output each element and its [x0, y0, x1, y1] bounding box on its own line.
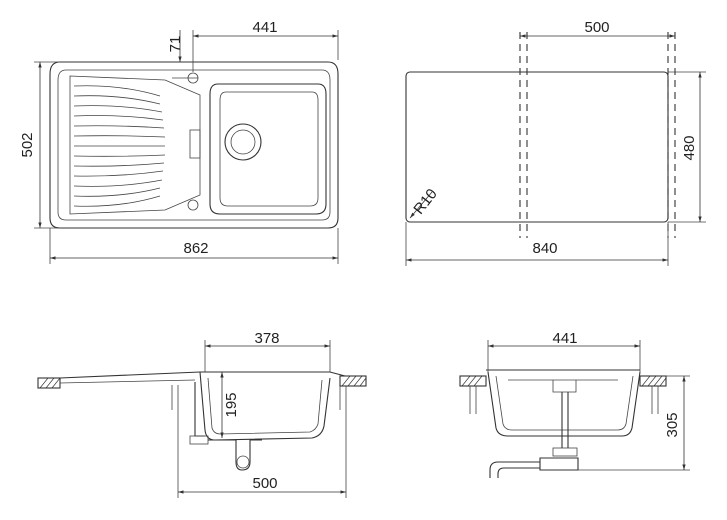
overflow-slot	[189, 129, 201, 159]
dim-bowl-cutout-label: 500	[584, 19, 609, 36]
top-view: 441 71 502 862	[19, 19, 339, 264]
pipe-joint	[189, 435, 209, 445]
trap-bottom	[236, 455, 250, 469]
bracket-right	[339, 386, 347, 410]
bowl-outline	[209, 83, 327, 215]
dim-bowl-width-front-label: 441	[552, 330, 577, 347]
drain-outer	[224, 123, 262, 161]
dim-radius-label: R10	[410, 186, 440, 218]
front-view: 441 305	[459, 330, 690, 478]
drain-inner	[230, 129, 256, 155]
dim-hole-offset-label: 71	[167, 36, 184, 53]
bowl-inner-front	[495, 375, 634, 431]
side-view: 378 195 500	[37, 330, 367, 498]
dim-depth-side-label: 195	[223, 392, 240, 417]
bowl-inner-profile	[207, 377, 323, 435]
drainer-board	[69, 75, 201, 215]
trap-nut	[552, 447, 578, 457]
cutout-rectangle	[405, 71, 669, 223]
bracket-front-left	[469, 386, 477, 414]
sink-outer-rim	[49, 61, 339, 229]
dim-overall-width-label: 862	[183, 240, 208, 257]
dim-cabinet-label: 500	[252, 475, 277, 492]
dim-depth-label: 502	[19, 132, 36, 157]
dim-height-front-label: 305	[664, 412, 681, 437]
bowl-profile-front	[487, 371, 641, 437]
countertop-right	[339, 375, 367, 387]
drainer-ribs	[73, 85, 166, 207]
countertop-front-right	[639, 375, 667, 387]
trap-body	[539, 457, 579, 471]
bowl-profile	[199, 371, 331, 441]
outlet-pipe	[489, 461, 540, 478]
trap	[208, 439, 262, 471]
overflow-hole	[187, 199, 199, 211]
dim-height-label: 480	[681, 135, 698, 160]
sink-top-edge	[59, 371, 346, 379]
drainer-slope	[59, 379, 196, 384]
dim-bowl-width-side-label: 378	[254, 330, 279, 347]
dim-bowl-width-label: 441	[252, 19, 277, 36]
countertop-front-left	[459, 375, 487, 387]
sink-inner-rim	[57, 69, 331, 221]
bracket-front-right	[651, 386, 659, 414]
drain-head	[552, 380, 577, 393]
bracket-left	[171, 385, 179, 410]
cutout-view: 500 480 R10 840	[405, 19, 706, 266]
bowl-inner	[219, 91, 319, 207]
dim-width-label: 840	[532, 240, 557, 257]
